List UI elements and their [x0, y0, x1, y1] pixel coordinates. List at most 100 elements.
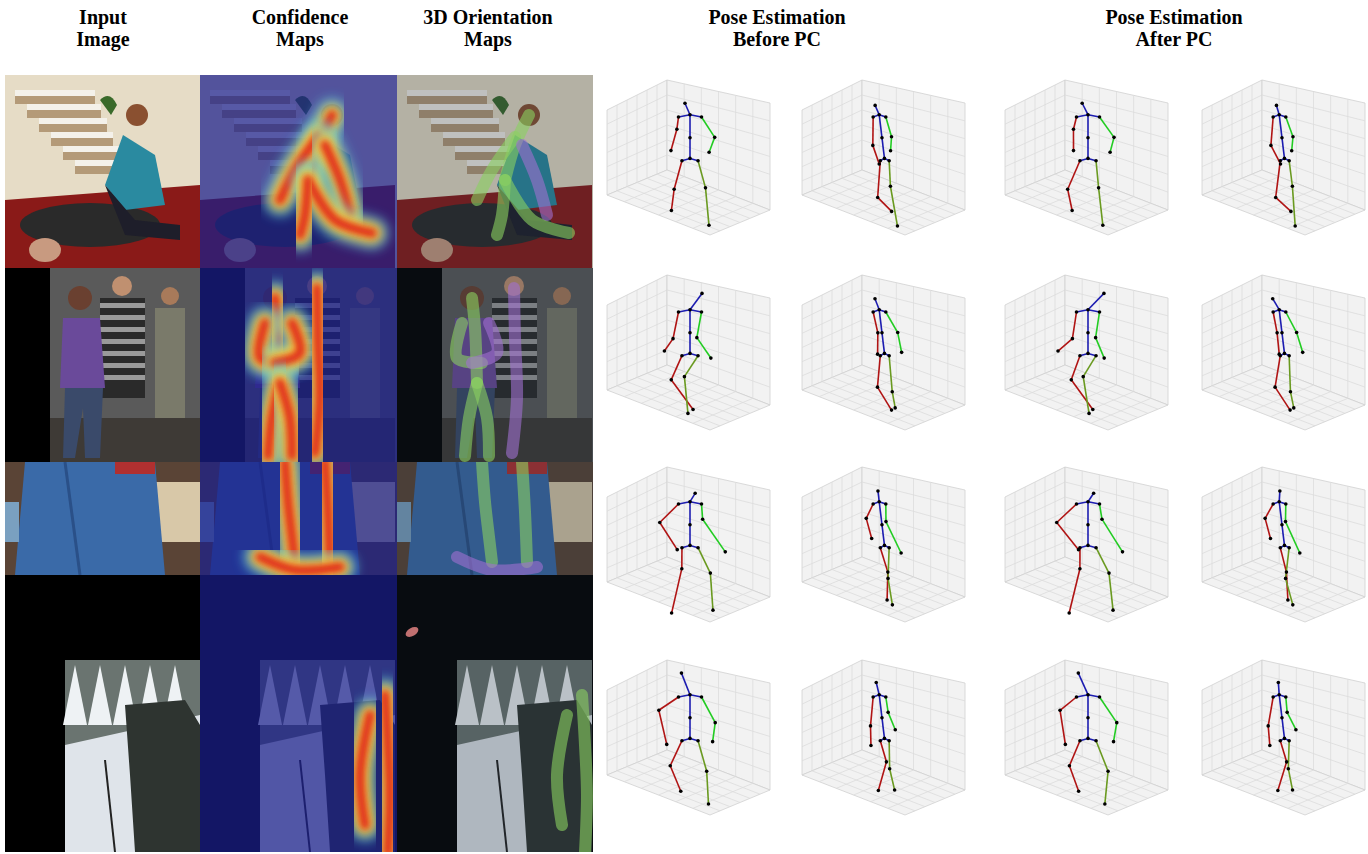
skeleton-joint [876, 331, 880, 335]
skeleton-joint [696, 354, 700, 358]
skeleton-joint [700, 115, 704, 119]
grid-line [647, 477, 648, 565]
skeleton-bone [1282, 525, 1284, 546]
skeleton-joint [877, 693, 881, 697]
skeleton-bone [671, 129, 677, 150]
skeleton-joint [877, 308, 881, 312]
skeleton-joint [1275, 331, 1279, 335]
skeleton-joint [1102, 292, 1106, 296]
skeleton-bone [879, 310, 882, 333]
skeleton-bone [886, 117, 892, 137]
grid-line [1262, 125, 1365, 157]
skeleton-joint [1098, 695, 1102, 699]
skeleton-bone [689, 718, 691, 739]
skeleton-joint [700, 695, 704, 699]
skeleton-bone [1087, 525, 1089, 546]
skeleton-joint [1086, 157, 1090, 161]
skeleton-bone [1279, 695, 1282, 718]
skeleton-joint [871, 115, 875, 119]
skeleton-bone [697, 312, 702, 338]
skeleton-joint [884, 520, 888, 524]
skeleton-joint [688, 113, 692, 117]
skeleton-joint [1070, 209, 1074, 213]
skeleton-bone [703, 519, 726, 552]
skeleton-joint [887, 546, 891, 550]
skeleton-bone [1268, 726, 1270, 746]
heat-halo [285, 462, 295, 562]
skeleton-joint [1078, 739, 1082, 743]
grid-line [1065, 705, 1168, 737]
skeleton-bone [1288, 769, 1292, 790]
3d-pose-plot [1005, 467, 1168, 622]
skeleton-joint [663, 349, 667, 353]
dim [397, 75, 593, 268]
skeleton-joint [701, 517, 705, 521]
skeleton-bone [885, 504, 887, 522]
grid-line [647, 90, 648, 178]
grid-line [1005, 140, 1065, 167]
grid-line [852, 174, 955, 214]
skeleton-bone [1280, 548, 1286, 572]
skeleton-joint [691, 408, 695, 412]
grid-line [1055, 280, 1056, 369]
grid-line [647, 670, 648, 758]
skeleton-bone [866, 504, 873, 518]
heat-halo [300, 180, 308, 235]
skeleton-bone [1060, 697, 1076, 710]
skeleton-joint [707, 223, 711, 227]
skeleton-joint [1274, 196, 1278, 200]
orientation-limb [472, 323, 498, 363]
skeleton-joint [1072, 127, 1076, 131]
skeleton-joint [873, 297, 877, 301]
skeleton-joint [696, 739, 700, 743]
skeleton-joint [1289, 210, 1293, 214]
skeleton-bone [1071, 356, 1080, 380]
skeleton-bone [870, 726, 872, 746]
skeleton-joint [1098, 310, 1102, 314]
grid-line [735, 290, 736, 391]
grid-line [1035, 378, 1138, 418]
grid-line [1242, 90, 1243, 178]
skeleton-joint [1091, 408, 1095, 412]
skeleton-bone [877, 333, 879, 354]
grid-line [607, 512, 667, 540]
skeleton-joint [1075, 502, 1079, 506]
skeleton-bone [879, 695, 882, 718]
skeleton-bone [689, 502, 691, 525]
skeleton-bone [1279, 310, 1282, 333]
skeleton-joint [887, 354, 891, 358]
skeleton-bone [882, 525, 884, 546]
skeleton-joint [893, 728, 897, 732]
skeleton-joint [1086, 352, 1090, 356]
grid-line [1202, 527, 1262, 554]
grid-line [752, 99, 753, 203]
grid-line [852, 665, 853, 754]
skeleton-bone [1282, 333, 1284, 354]
skeleton-bone [889, 161, 890, 187]
grid-line [1232, 763, 1335, 803]
floor-pane [1202, 170, 1365, 235]
skeleton-joint [1086, 136, 1090, 140]
grid-line [947, 679, 948, 783]
grid-line [693, 398, 753, 423]
grid-line [1288, 783, 1348, 808]
skeleton-joint [864, 517, 868, 521]
grid-line [1005, 125, 1065, 153]
grid-line [637, 183, 740, 223]
skeleton-joint [1268, 744, 1272, 748]
grid-line [930, 482, 931, 583]
skeleton-joint [896, 331, 900, 335]
grid-line [1005, 705, 1065, 733]
grid-line [1035, 570, 1138, 610]
skeleton-joint [1075, 695, 1079, 699]
skeleton-bone [890, 137, 893, 151]
skeleton-joint [686, 412, 690, 416]
heat-core [285, 462, 295, 562]
skeleton-joint [1276, 789, 1280, 793]
skeleton-joint [1098, 115, 1102, 119]
3d-pose-plot [1005, 275, 1168, 430]
skeleton-joint [878, 159, 882, 163]
grid-line [1150, 99, 1151, 203]
grid-line [1252, 369, 1355, 409]
grid-line [1202, 705, 1262, 733]
